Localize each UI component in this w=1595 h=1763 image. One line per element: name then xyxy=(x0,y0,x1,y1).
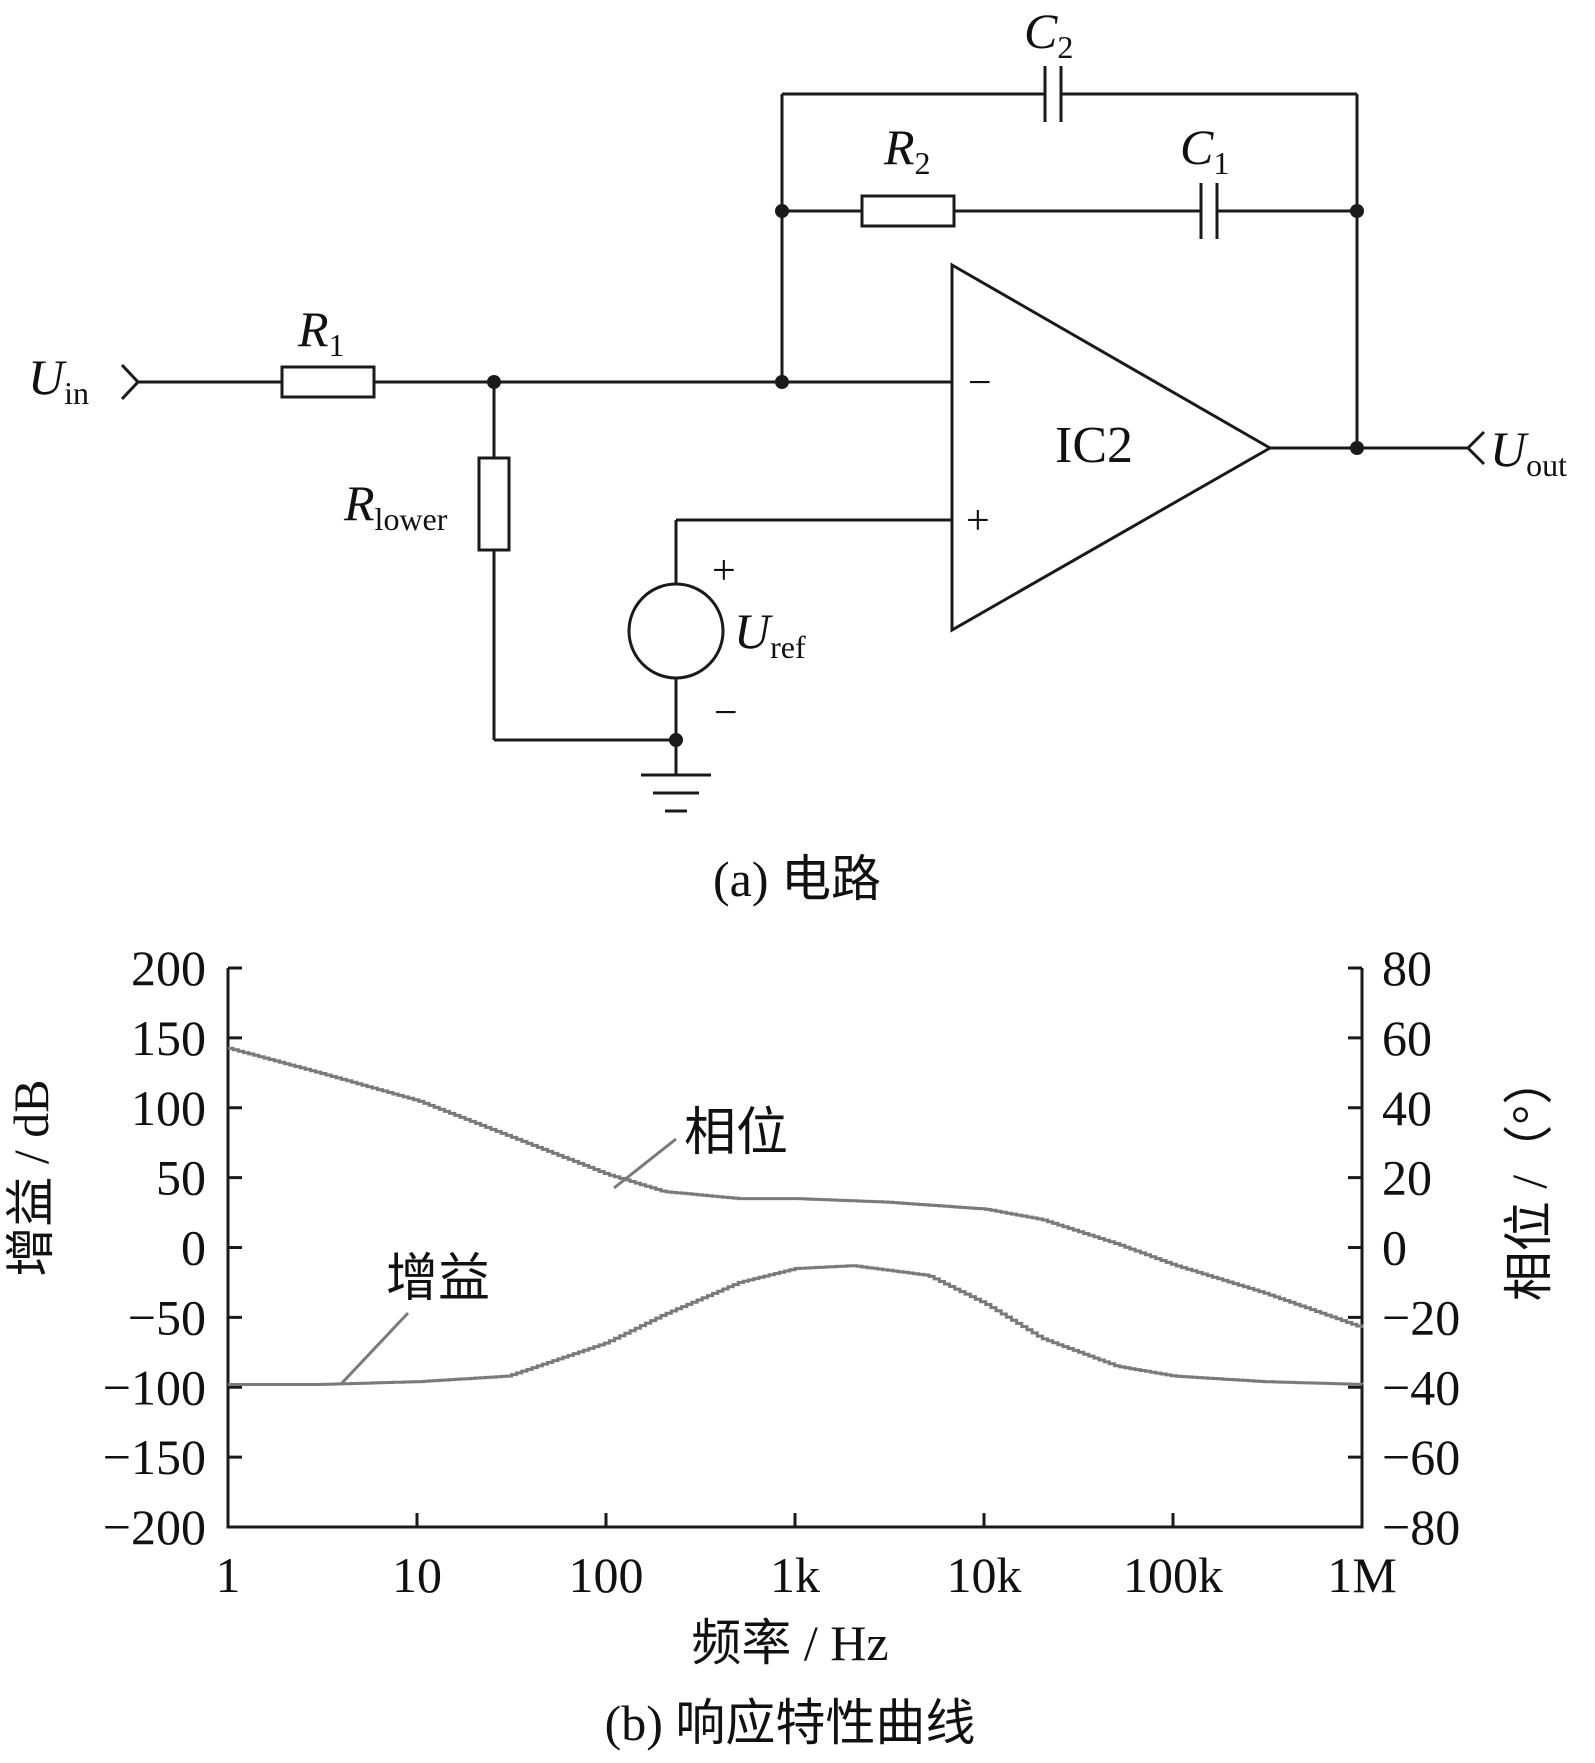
junction-dot xyxy=(775,375,789,389)
y-right-tick-label: 60 xyxy=(1382,1010,1432,1066)
y-axis-left-label: 增益 / dB xyxy=(3,1079,59,1276)
label-uref-plus: + xyxy=(712,548,736,594)
label-inverting-input: − xyxy=(968,360,992,406)
label-uin: Uin xyxy=(28,349,89,411)
x-tick-label: 100k xyxy=(1123,1547,1223,1603)
series-line-gain xyxy=(228,1264,1364,1386)
y-left-tick-label: 200 xyxy=(131,940,206,996)
y-right-tick-label: −80 xyxy=(1382,1499,1460,1555)
circuit-diagram: Uin R1 Rlower R2 C1 C2 IC2 − + + − Uref … xyxy=(28,3,1567,907)
annotation-leader-phase xyxy=(613,1137,677,1190)
x-tick-label: 1k xyxy=(770,1547,820,1603)
caption-a: (a) 电路 xyxy=(713,851,881,907)
y-left-tick-label: 150 xyxy=(131,1010,206,1066)
junction-dot xyxy=(669,733,683,747)
label-noninverting-input: + xyxy=(966,498,990,544)
label-r2: R2 xyxy=(883,119,931,181)
junction-dot xyxy=(775,204,789,218)
y-right-tick-label: 80 xyxy=(1382,940,1432,996)
chart-series xyxy=(228,1046,1364,1386)
annotation-gain: 增益 xyxy=(386,1251,490,1308)
y-right-tick-label: −40 xyxy=(1382,1359,1460,1415)
junction-dot xyxy=(1350,441,1364,455)
label-uout: Uout xyxy=(1490,421,1567,483)
label-c2: C2 xyxy=(1024,3,1073,65)
y-right-tick-label: 20 xyxy=(1382,1150,1432,1206)
series-line-phase xyxy=(228,1046,1364,1328)
y-left-tick-label: −100 xyxy=(103,1359,206,1415)
x-tick-label: 100 xyxy=(569,1547,644,1603)
y-left-tick-label: −50 xyxy=(128,1289,206,1345)
y-left-tick-label: 50 xyxy=(156,1150,206,1206)
y-left-tick-label: 0 xyxy=(181,1220,206,1276)
resistor-r1 xyxy=(280,365,376,399)
y-axis-right-label: 相位 /（°） xyxy=(1501,1055,1557,1301)
x-tick-label: 1 xyxy=(216,1547,241,1603)
resistor-rlower xyxy=(477,456,511,552)
caption-b: (b) 响应特性曲线 xyxy=(605,1695,976,1751)
output-terminal xyxy=(1465,430,1486,466)
annotation-phase: 相位 xyxy=(684,1105,788,1162)
input-terminal xyxy=(120,363,141,401)
y-left-tick-label: −150 xyxy=(103,1429,206,1485)
label-c1: C1 xyxy=(1180,119,1229,181)
chart-frame xyxy=(226,968,1364,1529)
y-left-tick-label: −200 xyxy=(103,1499,206,1555)
x-axis-label: 频率 / Hz xyxy=(691,1615,888,1671)
y-right-tick-label: −20 xyxy=(1382,1289,1460,1345)
label-rlower: Rlower xyxy=(343,475,448,537)
y-right-tick-label: −60 xyxy=(1382,1429,1460,1485)
junction-dot xyxy=(487,375,501,389)
x-tick-label: 10 xyxy=(392,1547,442,1603)
y-left-tick-label: 100 xyxy=(131,1080,206,1136)
chart-axes xyxy=(226,968,1364,1529)
label-uref-minus: − xyxy=(714,690,738,736)
voltage-source-uref xyxy=(627,582,725,680)
x-tick-label: 1M xyxy=(1327,1547,1396,1603)
opamp-ic2 xyxy=(950,262,1274,633)
label-r1: R1 xyxy=(297,301,345,363)
resistor-r2 xyxy=(860,194,956,228)
label-ic2: IC2 xyxy=(1055,417,1133,474)
label-uref: Uref xyxy=(734,603,806,665)
x-tick-label: 10k xyxy=(947,1547,1022,1603)
annotation-leader-gain xyxy=(340,1311,410,1385)
junction-dot xyxy=(1350,204,1364,218)
y-right-tick-label: 40 xyxy=(1382,1080,1432,1136)
y-right-tick-label: 0 xyxy=(1382,1220,1407,1276)
